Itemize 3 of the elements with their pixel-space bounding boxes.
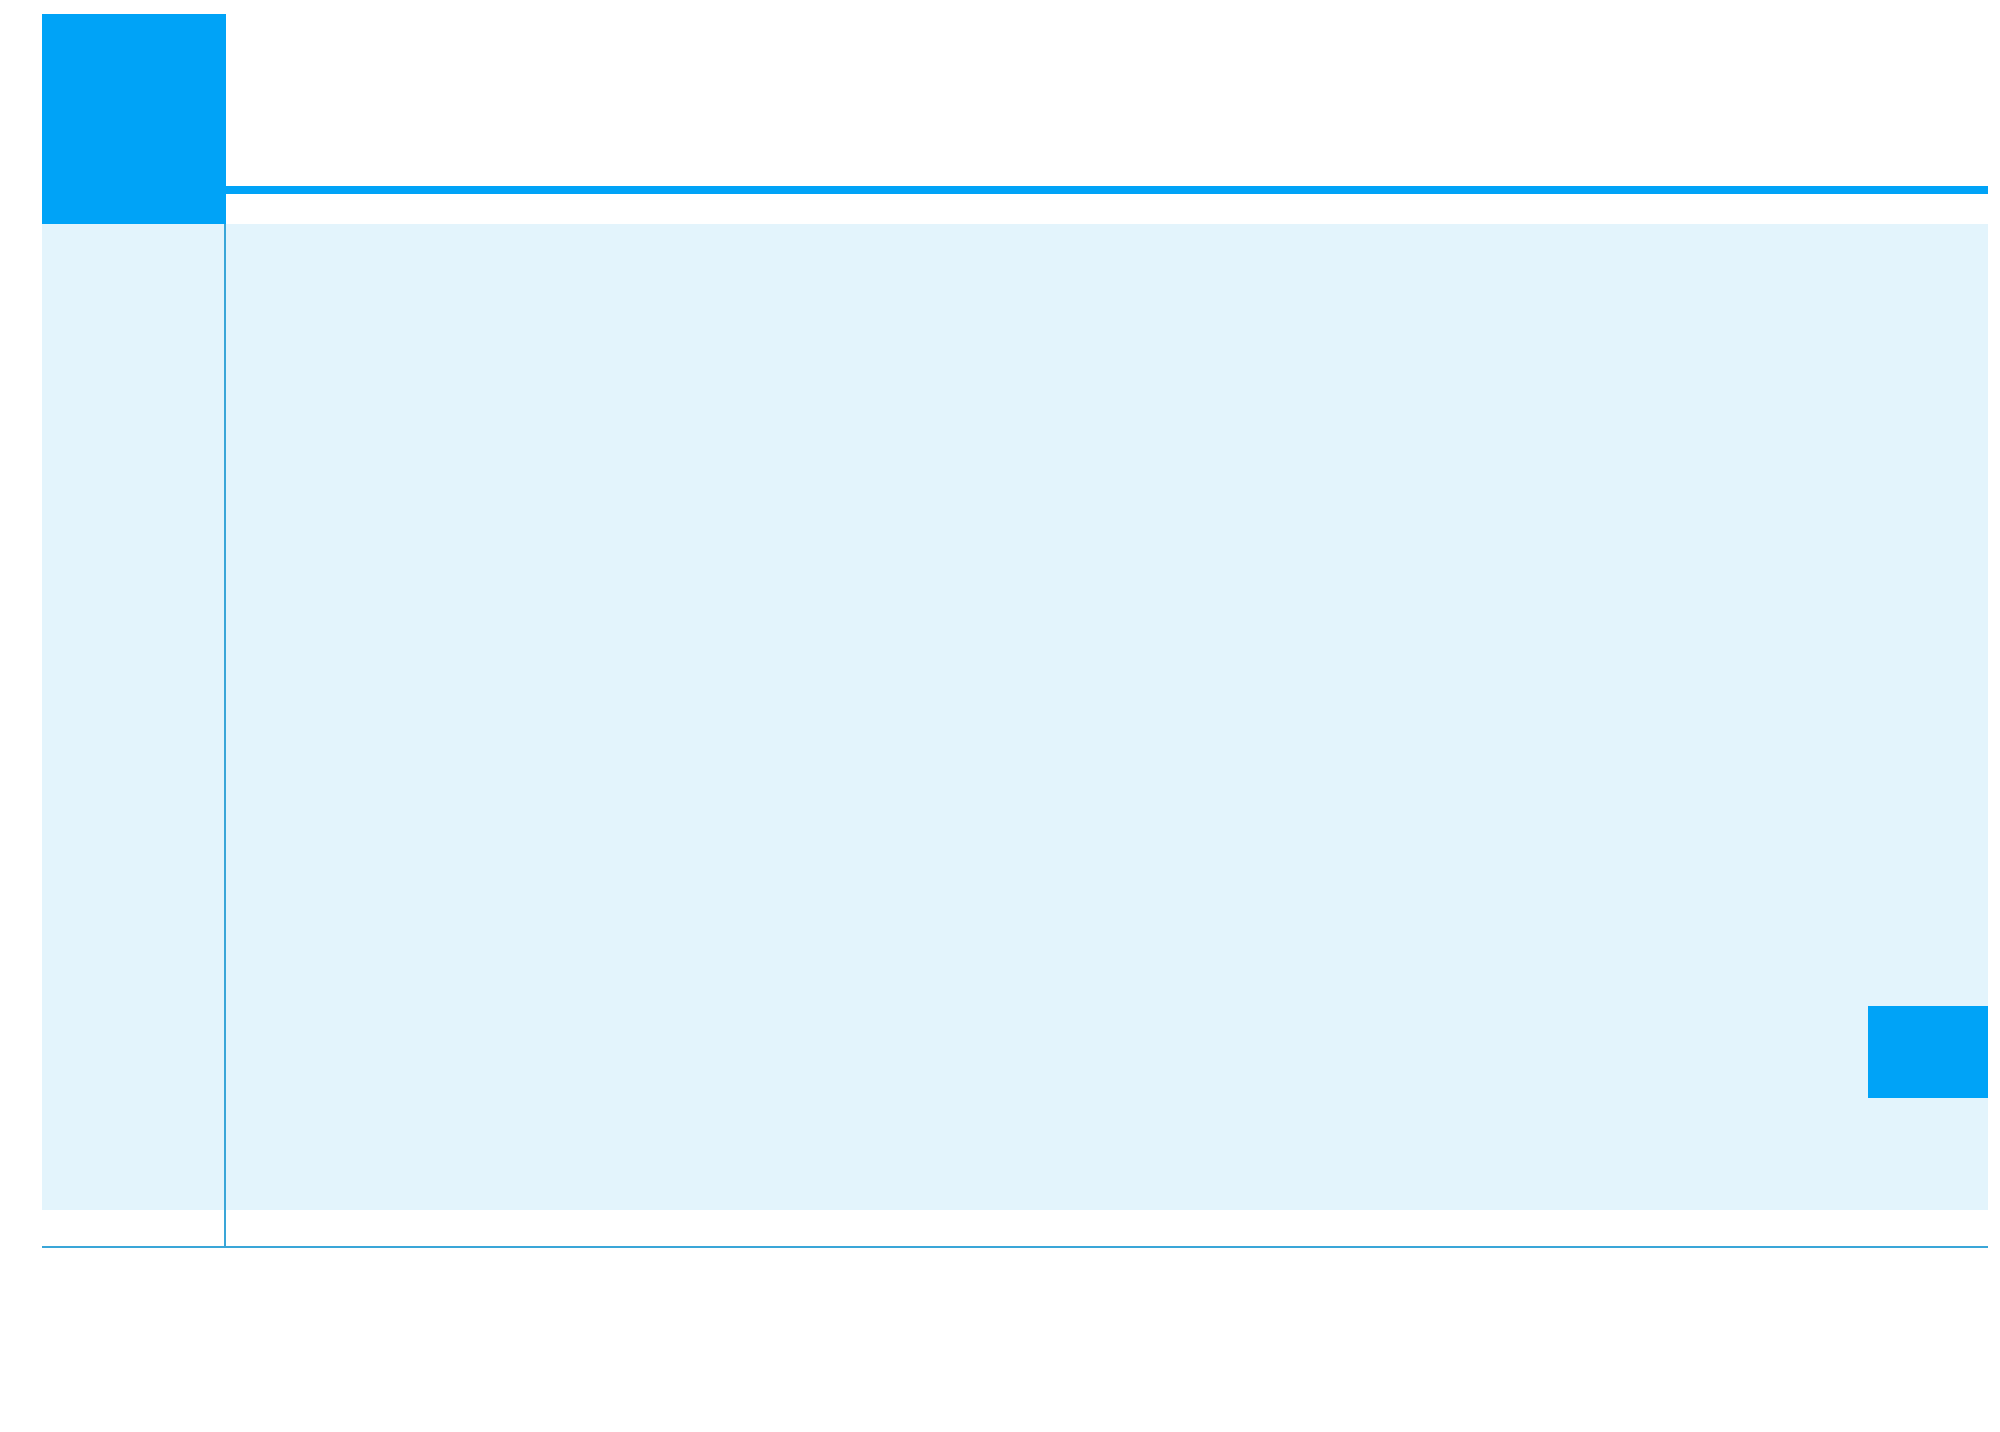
corner-block <box>42 14 226 224</box>
content-panel <box>42 224 1988 1210</box>
small-block <box>1868 1006 1988 1098</box>
